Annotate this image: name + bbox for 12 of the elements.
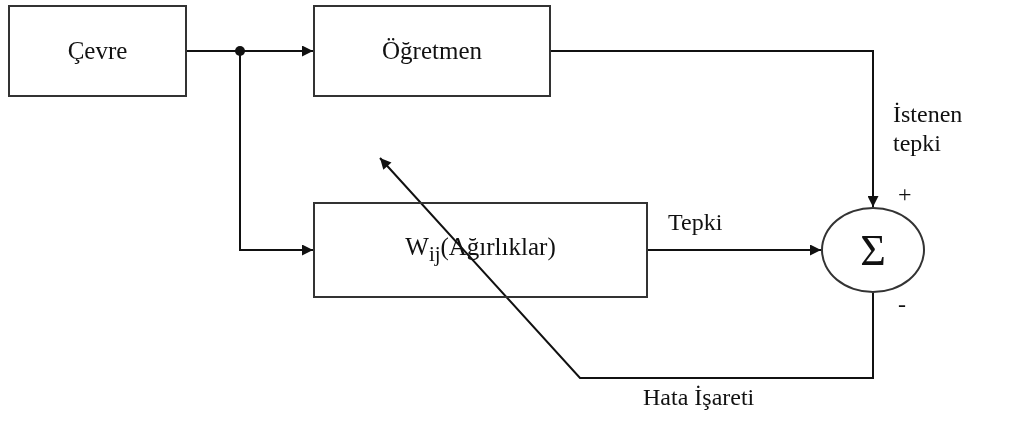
process-box bbox=[313, 5, 551, 97]
arrow bbox=[550, 50, 879, 208]
process-box bbox=[313, 202, 648, 298]
arrow bbox=[647, 244, 822, 256]
process-box bbox=[8, 5, 187, 97]
box-label: Öğretmen bbox=[382, 37, 482, 65]
sigma-symbol: Σ bbox=[860, 224, 886, 276]
box-label: Çevre bbox=[67, 37, 128, 65]
edge-label: Hata İşareti bbox=[643, 383, 755, 412]
sign-label: + bbox=[898, 180, 912, 209]
sign-label: - bbox=[898, 290, 906, 319]
arrow bbox=[379, 157, 874, 379]
